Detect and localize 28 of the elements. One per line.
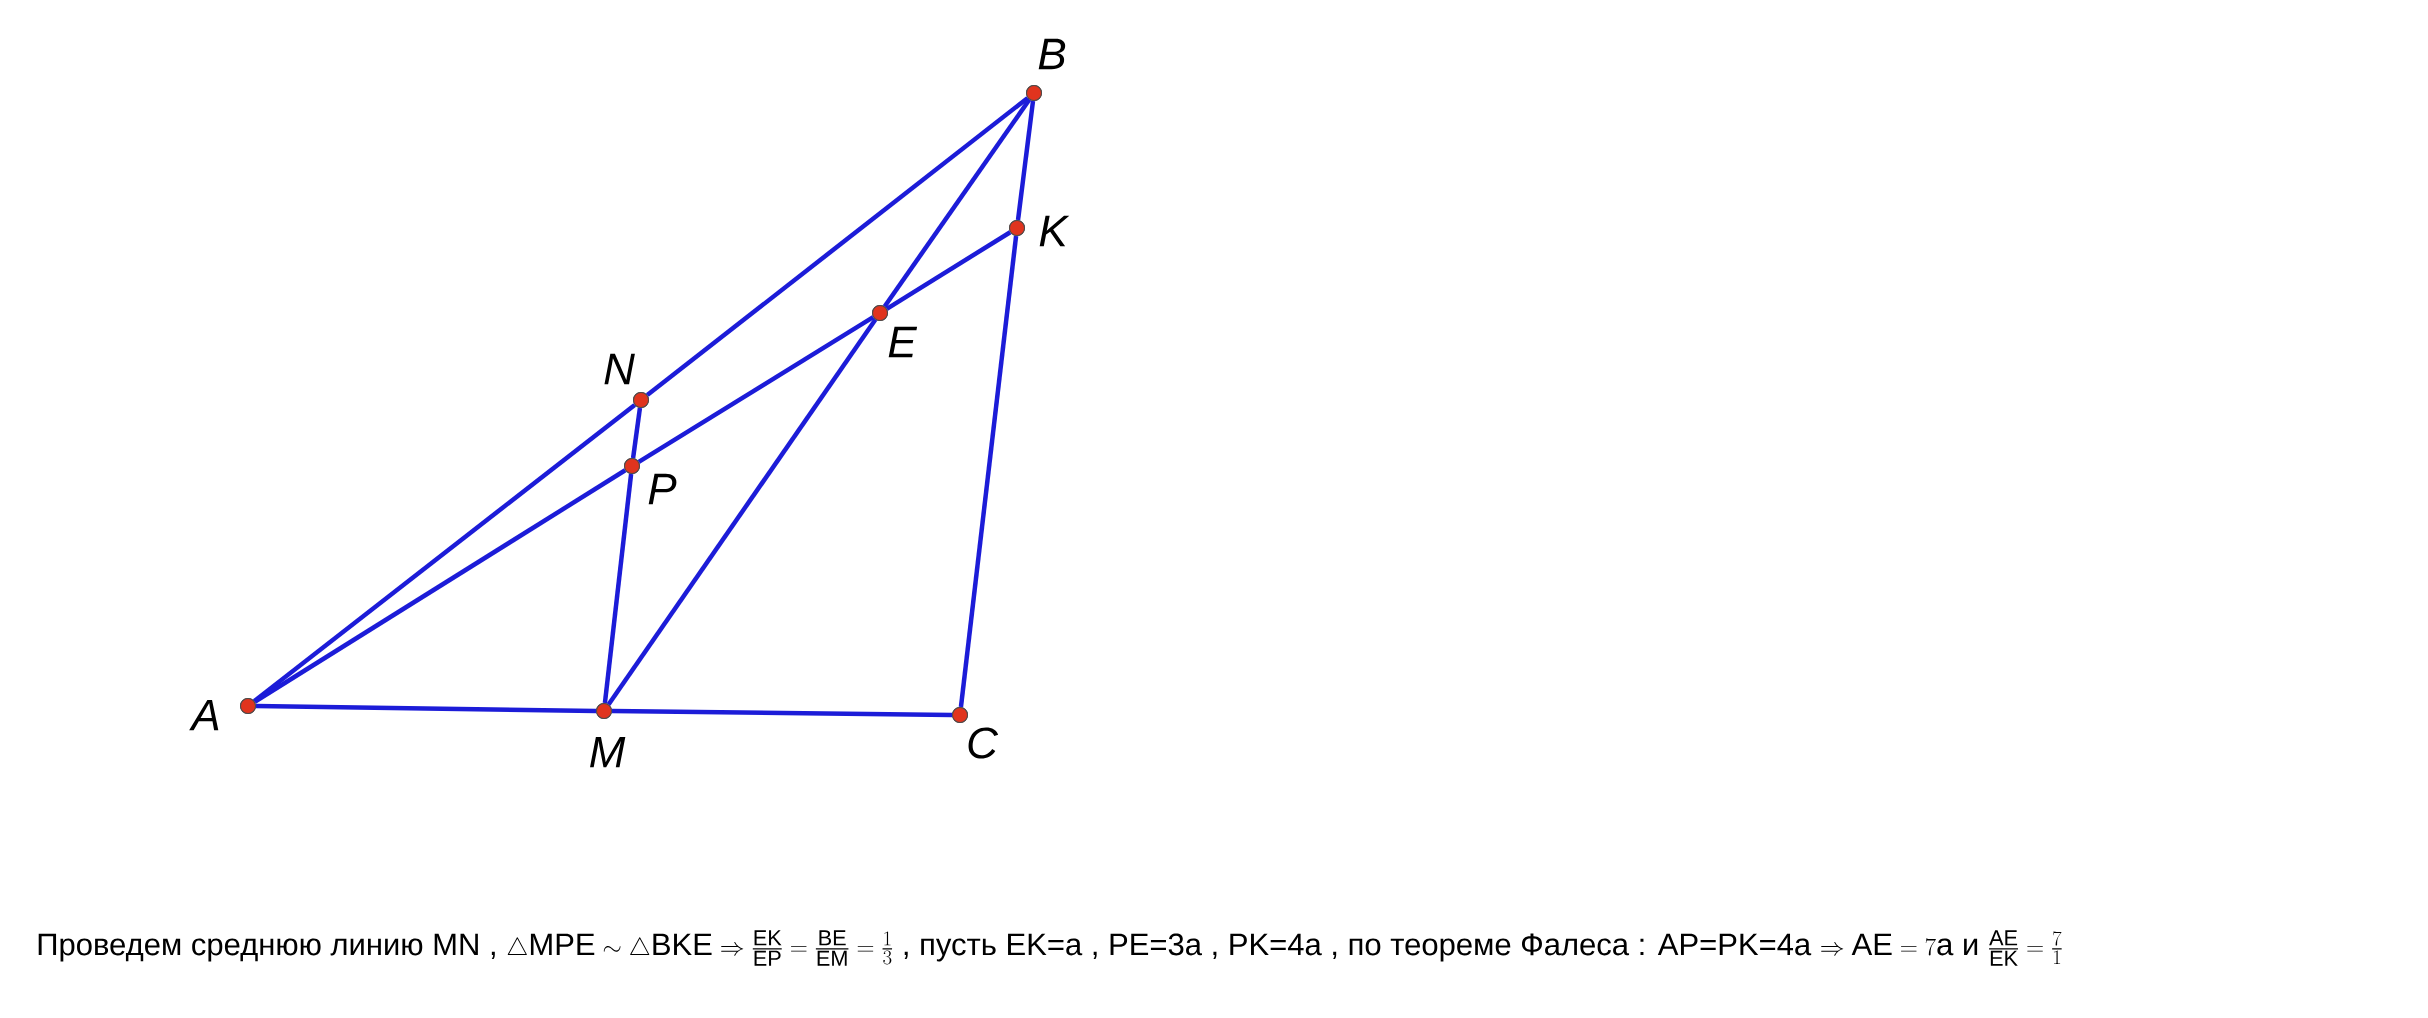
segment <box>630 407 643 459</box>
segment <box>885 230 1012 311</box>
node-label: A <box>189 699 219 731</box>
segment <box>1015 100 1036 221</box>
segment <box>255 703 597 714</box>
node-label: C <box>968 727 999 759</box>
node-label: N <box>604 353 635 385</box>
segment <box>958 235 1019 708</box>
node-label: P <box>648 473 677 505</box>
segment <box>606 318 878 706</box>
segment <box>602 473 634 704</box>
segment <box>612 708 953 718</box>
label: и <box>1964 938 1978 956</box>
node-label: M <box>590 736 626 768</box>
segment <box>252 403 637 703</box>
segment <box>253 468 627 704</box>
node-label: E <box>888 326 918 358</box>
node-label: B <box>1038 38 1066 70</box>
label: $\Rightarrow\mathsf{AE}=7\mathsf{a}$ <box>1821 933 1954 956</box>
segment <box>645 96 1030 397</box>
label: Проведем среднюю линию MN , <box>38 933 495 962</box>
label: $\frac{\mathsf{AE}}{\mathsf{EK}}=\frac{7}{1}$ <box>1989 930 2062 966</box>
solution-text: Проведем среднюю линию MN , $\triangle\mathsf{MPE}\sim\triangle\mathsf{BKE}\Rightarrow\frac{\mathsf{EK}}{\mathsf{EP}}=\frac{\mathsf{BE}}{\mathsf{EM}}=\frac{1}{3}$ , пусть EK=a , PE=3a , PK=4a , по теореме Фалеса : AP=PK=4a $\Rightarrow\mathsf{AE}=7\mathsf{a}$ и $\frac{\mathsf{AE}}{\mathsf{EK}}=\frac{7}{1}$ <box>38 930 2062 966</box>
label: $\triangle\mathsf{MPE}\sim\triangle\mathsf{BKE}\Rightarrow\frac{\mathsf{EK}}{\mathsf{EP}}=\frac{\mathsf{BE}}{\mathsf{EM}}=\frac{1}{3}$ <box>507 930 893 966</box>
segment <box>637 315 875 464</box>
node-label: K <box>1039 215 1070 247</box>
label: , пусть EK=a , PE=3a , PK=4a , по теореме Фалеса : AP=PK=4a <box>904 933 1812 962</box>
segment <box>882 98 1032 308</box>
